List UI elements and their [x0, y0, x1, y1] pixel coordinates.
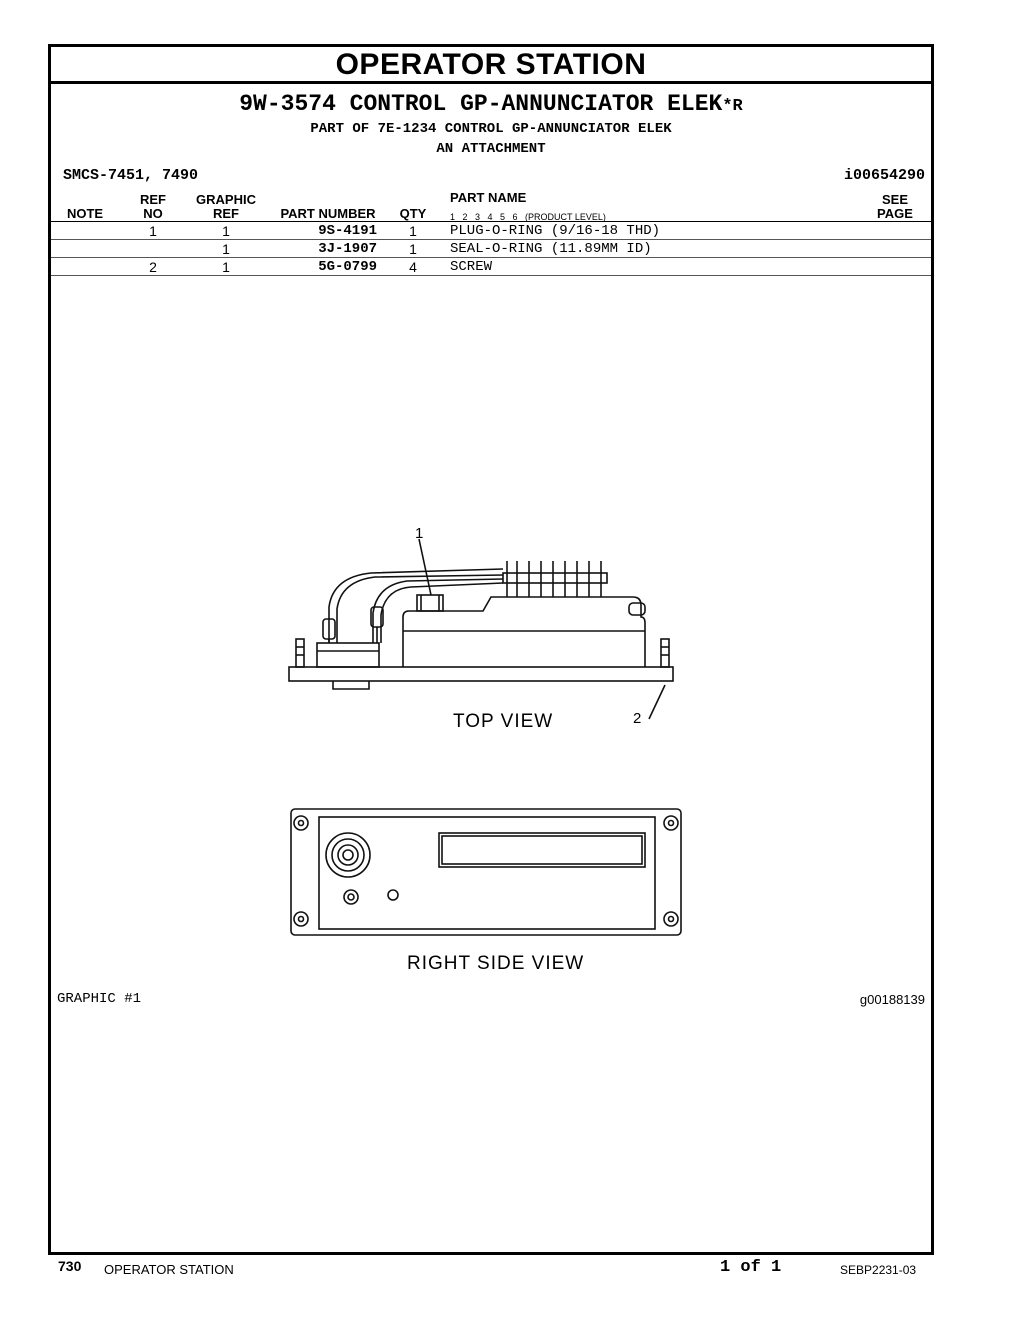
callout-1: 1 — [415, 525, 425, 542]
callout-2: 2 — [633, 710, 643, 727]
row-part-name: PLUG-O-RING (9/16-18 THD) — [450, 223, 661, 239]
right-side-view-label: RIGHT SIDE VIEW — [407, 953, 585, 974]
attachment-line: AN ATTACHMENT — [436, 141, 546, 157]
row-qty: 4 — [409, 259, 417, 275]
footer-page-number: 730 — [58, 1258, 82, 1274]
col-note: NOTE — [66, 206, 104, 221]
page-frame: OPERATOR STATION 9W-3574 CONTROL GP-ANNU… — [48, 44, 934, 1255]
row-part-name: SEAL-O-RING (11.89MM ID) — [450, 241, 652, 257]
row-graphic-ref: 1 — [222, 241, 230, 257]
row-ref-no: 1 — [149, 223, 157, 239]
assembly-title: 9W-3574 CONTROL GP-ANNUNCIATOR ELEK*R — [51, 91, 931, 117]
table-row: 2 1 5G-0799 4 SCREW — [51, 258, 931, 276]
parts-illustration — [288, 538, 682, 936]
footer-section: OPERATOR STATION — [104, 1262, 234, 1277]
col-ref-no-top: REF — [140, 192, 166, 207]
graphic-id: g00188139 — [859, 992, 925, 1007]
col-graphic-ref-bottom: REF — [213, 206, 239, 221]
table-row: 1 3J-1907 1 SEAL-O-RING (11.89MM ID) — [51, 240, 931, 258]
graphic-label: GRAPHIC #1 — [57, 991, 142, 1007]
row-qty: 1 — [409, 223, 417, 239]
col-part-name: PART NAME — [450, 190, 527, 205]
part-of-line: PART OF 7E-1234 CONTROL GP-ANNUNCIATOR E… — [310, 121, 672, 137]
footer-doc-number: SEBP2231-03 — [840, 1263, 917, 1277]
page-title: OPERATOR STATION — [51, 47, 931, 84]
top-view-drawing — [288, 538, 674, 720]
row-graphic-ref: 1 — [222, 223, 230, 239]
revision-mark: *R — [722, 97, 743, 116]
row-part-number: 5G-0799 — [318, 259, 377, 275]
table-header: NOTE REF NO GRAPHIC REF PART NUMBER QTY … — [51, 191, 931, 222]
row-part-number: 9S-4191 — [318, 223, 377, 239]
assembly-title-text: 9W-3574 CONTROL GP-ANNUNCIATOR ELEK — [239, 91, 723, 117]
col-see-page-top: SEE — [881, 192, 908, 207]
row-qty: 1 — [409, 241, 417, 257]
col-graphic-ref-top: GRAPHIC — [196, 192, 256, 207]
right-side-view-drawing — [290, 808, 682, 936]
col-ref-no-bottom: NO — [143, 206, 163, 221]
row-part-number: 3J-1907 — [318, 241, 377, 257]
row-graphic-ref: 1 — [222, 259, 230, 275]
top-view-label: TOP VIEW — [453, 711, 554, 732]
col-qty: QTY — [399, 206, 427, 221]
col-see-page-bottom: PAGE — [877, 206, 913, 221]
document-ref: i00654290 — [843, 167, 925, 184]
smcs-codes: SMCS-7451, 7490 — [63, 167, 199, 184]
footer-page-of: 1 of 1 — [720, 1258, 782, 1277]
col-product-level: 1 2 3 4 5 6 (PRODUCT LEVEL) — [450, 212, 606, 222]
col-part-number: PART NUMBER — [280, 206, 376, 221]
row-part-name: SCREW — [450, 259, 493, 275]
row-ref-no: 2 — [149, 259, 157, 275]
table-row: 1 1 9S-4191 1 PLUG-O-RING (9/16-18 THD) — [51, 222, 931, 240]
